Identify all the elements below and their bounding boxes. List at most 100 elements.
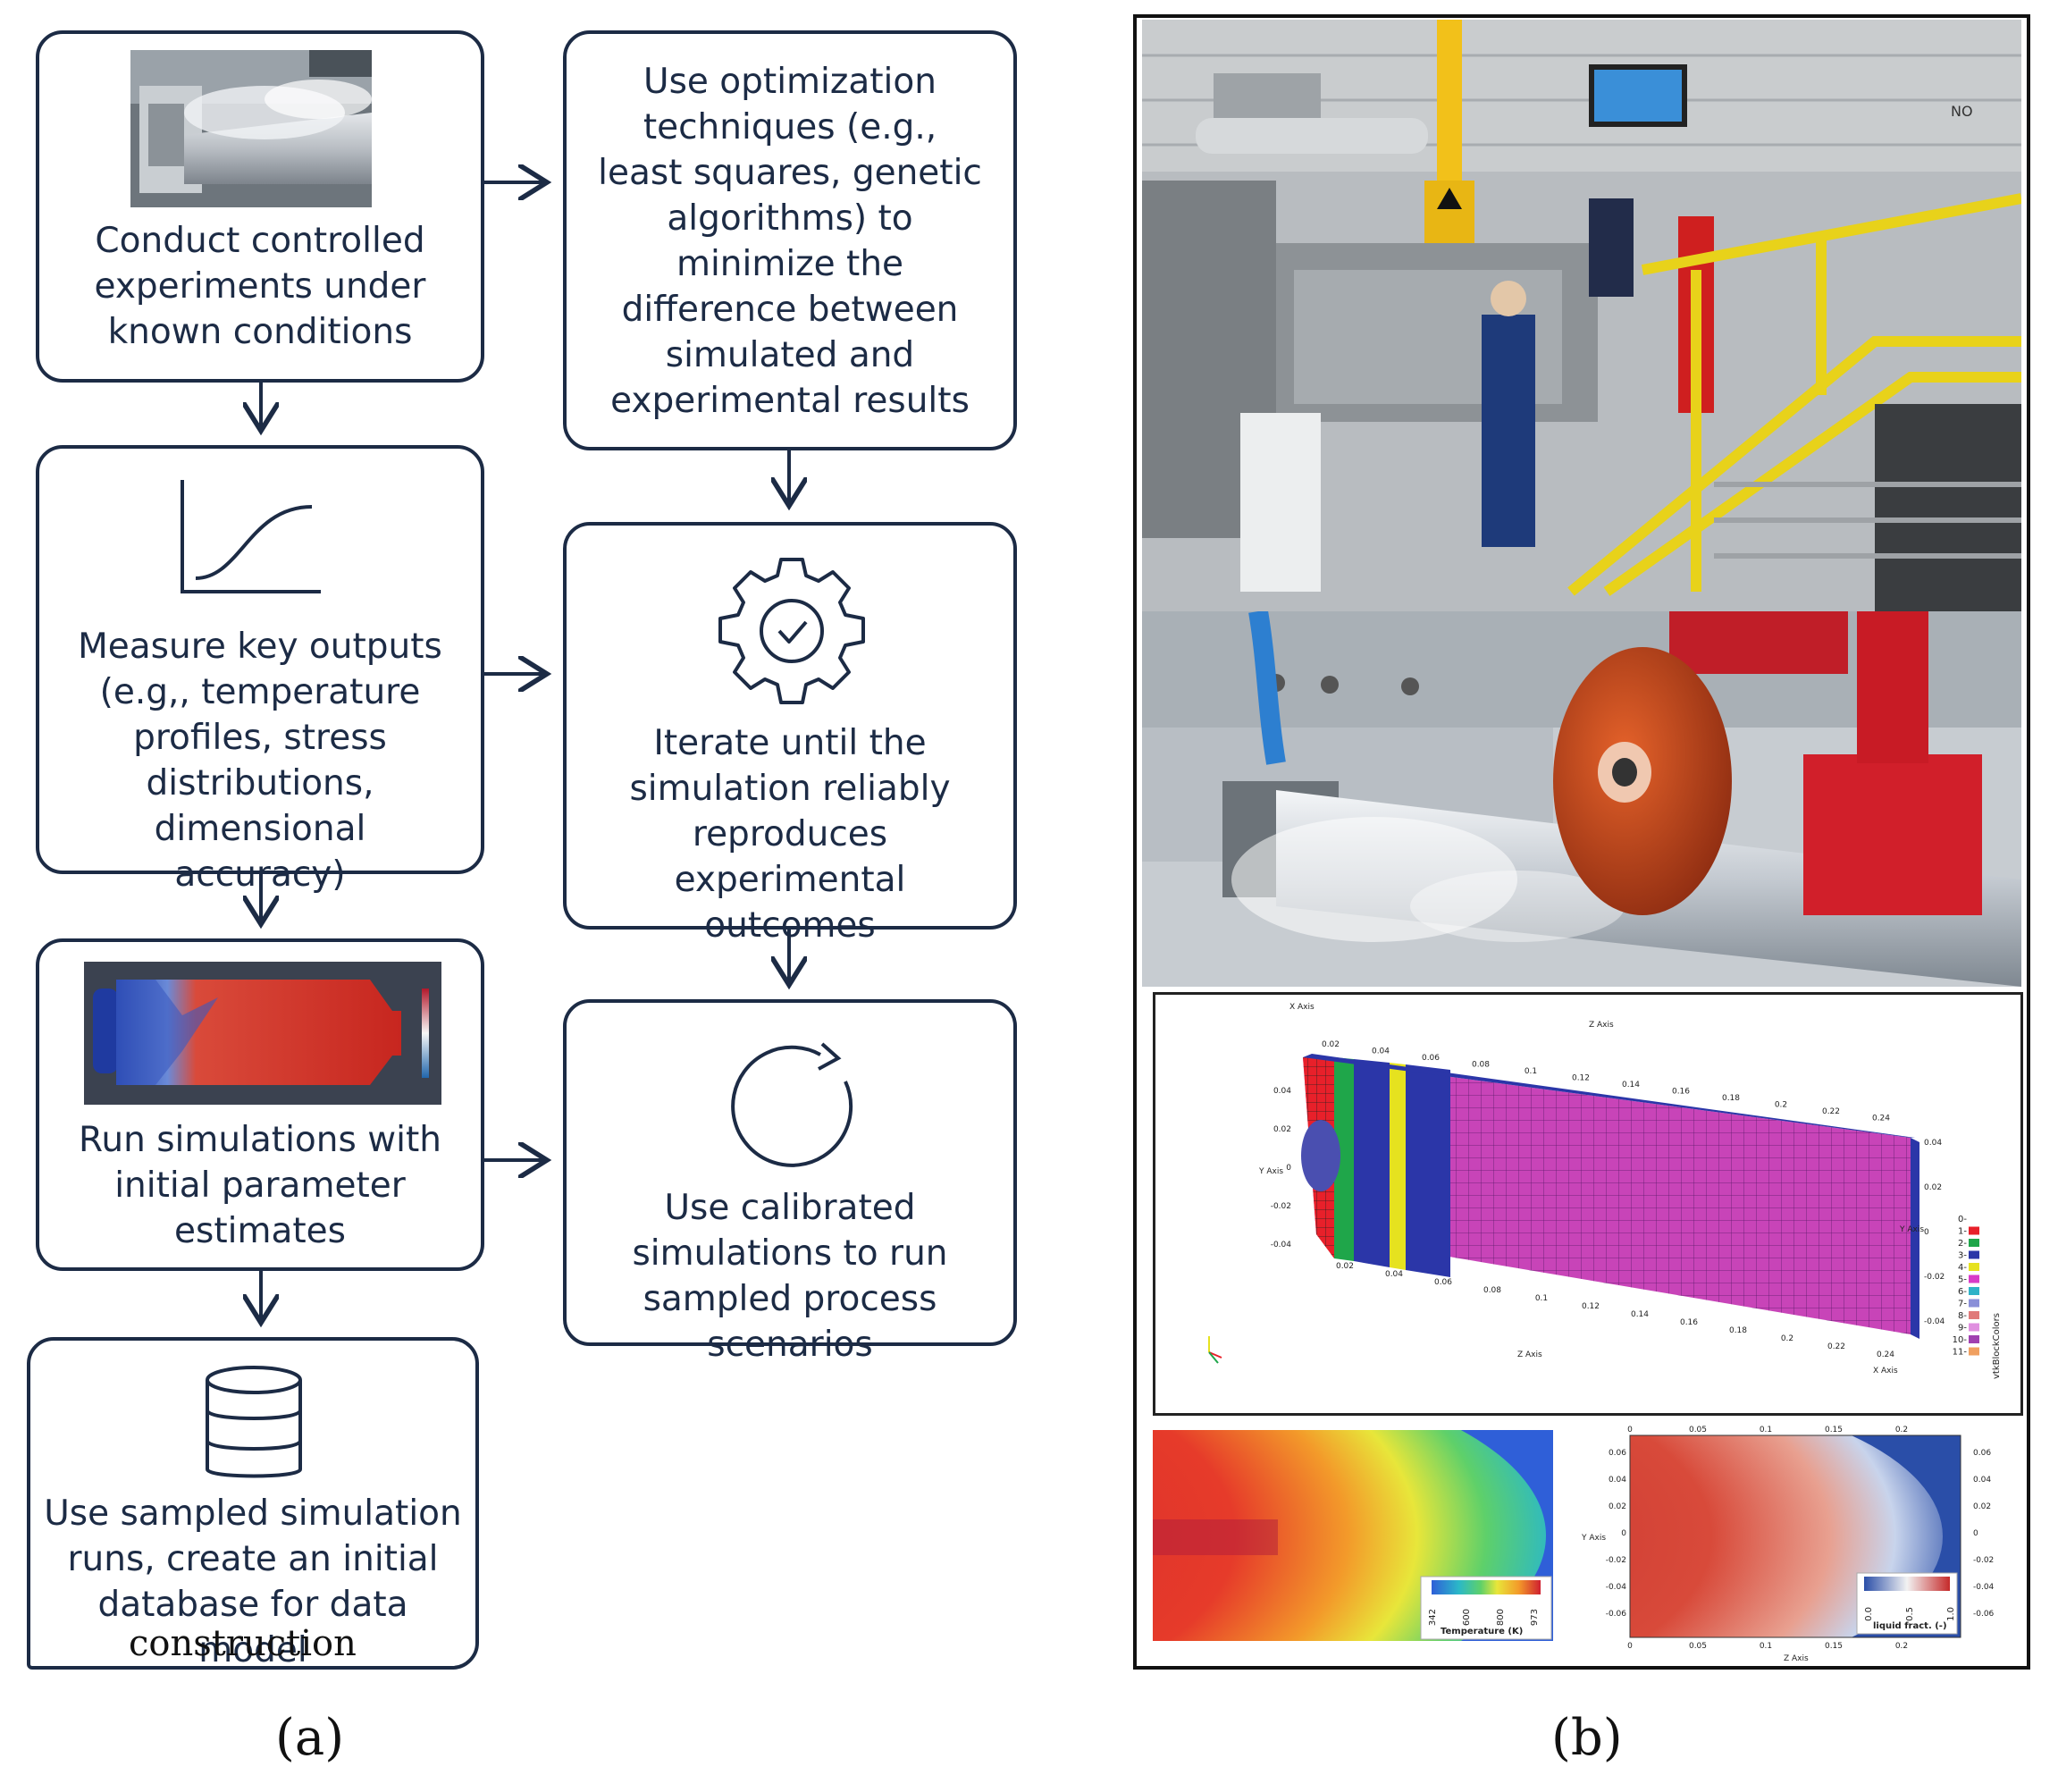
liquid-right-tick: -0.06 bbox=[1973, 1610, 1995, 1619]
mesh-bottom-tick: 0.1 bbox=[1535, 1294, 1548, 1303]
liquid-colorbar-tick: 1.0 bbox=[1946, 1607, 1956, 1621]
liquid-left-tick: 0.06 bbox=[1609, 1449, 1626, 1458]
mesh-legend-label: 0- bbox=[1958, 1215, 1967, 1224]
step-database-tail: construction bbox=[129, 1623, 357, 1664]
mesh-legend-title: vtkBlockColors bbox=[1992, 1313, 2002, 1379]
mesh-bottom-tick: 0.02 bbox=[1336, 1262, 1354, 1271]
mesh-legend-label: 1- bbox=[1958, 1227, 1967, 1237]
mesh-bottom-tick: 0.06 bbox=[1434, 1278, 1452, 1287]
mesh-top-tick: 0.06 bbox=[1422, 1054, 1440, 1063]
liquid-bottom-tick: 0 bbox=[1627, 1642, 1633, 1651]
orientation-axes bbox=[1208, 1336, 1222, 1364]
simulation-thumbnail bbox=[84, 962, 441, 1105]
step-iterate-text: Iterate until the simulation reliably re… bbox=[629, 723, 951, 946]
step-calibrated-text: Use calibrated simulations to run sample… bbox=[632, 1188, 948, 1365]
mesh-legend-swatch bbox=[1969, 1215, 1979, 1223]
liquid-top-tick: 0.1 bbox=[1760, 1426, 1772, 1434]
liquid-top-tick: 0 bbox=[1627, 1426, 1633, 1434]
mesh-top-tick: 0.2 bbox=[1775, 1101, 1787, 1110]
liquid-y-axis-title: Y Axis bbox=[1581, 1534, 1606, 1543]
liquid-top-tick: 0.05 bbox=[1689, 1426, 1707, 1434]
temperature-colorbar-tick: 342 bbox=[1428, 1609, 1438, 1626]
liquid-right-tick: 0.04 bbox=[1973, 1476, 1991, 1485]
temperature-colorbar-tick: 973 bbox=[1530, 1609, 1540, 1626]
caption-a: (a) bbox=[275, 1709, 345, 1767]
mesh-legend-swatch bbox=[1969, 1287, 1979, 1295]
experiment-photo bbox=[130, 50, 372, 207]
liquid-z-axis-title: Z Axis bbox=[1784, 1654, 1809, 1663]
mesh-top-tick: 0.18 bbox=[1722, 1094, 1740, 1103]
mesh-legend-label: 4- bbox=[1958, 1263, 1967, 1273]
mesh-legend-swatch bbox=[1969, 1299, 1979, 1308]
mesh-legend-swatch bbox=[1969, 1239, 1979, 1247]
mesh-top-tick: 0.22 bbox=[1822, 1107, 1840, 1116]
mesh-legend-swatch bbox=[1969, 1347, 1979, 1356]
temperature-colorbar-tick: 800 bbox=[1496, 1609, 1506, 1626]
mesh-z-axis-title-bottom: Z Axis bbox=[1517, 1350, 1542, 1359]
photo-sign: NO bbox=[1951, 103, 1973, 120]
mesh-top-tick: 0.12 bbox=[1572, 1074, 1590, 1083]
liquid-bottom-tick: 0.2 bbox=[1895, 1642, 1908, 1651]
mesh-top-tick: 0.24 bbox=[1872, 1115, 1890, 1123]
mesh-legend-swatch bbox=[1969, 1250, 1979, 1259]
liquid-right-tick: 0 bbox=[1973, 1529, 1978, 1538]
temperature-colorbar-title: Temperature (K) bbox=[1441, 1627, 1523, 1636]
mesh-bottom-tick: 0.16 bbox=[1680, 1318, 1698, 1327]
mesh-right-tick: -0.04 bbox=[1924, 1317, 1945, 1326]
mesh-legend-label: 10- bbox=[1953, 1335, 1968, 1345]
liquid-right-tick: 0.02 bbox=[1973, 1502, 1991, 1511]
mesh-x-axis-title: X Axis bbox=[1289, 1003, 1315, 1012]
liquid-right-tick: 0.06 bbox=[1973, 1449, 1991, 1458]
mesh-top-tick: 0.08 bbox=[1472, 1061, 1490, 1070]
mesh-right-tick: 0.02 bbox=[1924, 1183, 1942, 1192]
mesh-top-tick: 0.14 bbox=[1622, 1081, 1640, 1090]
extrusion-photo bbox=[1142, 611, 2021, 987]
liquid-left-tick: 0.02 bbox=[1609, 1502, 1626, 1511]
mesh-top-tick: 0.04 bbox=[1372, 1047, 1390, 1056]
mesh-left-tick: 0.02 bbox=[1273, 1125, 1291, 1134]
liquid-top-tick: 0.15 bbox=[1825, 1426, 1843, 1434]
mesh-legend-label: 2- bbox=[1958, 1239, 1967, 1249]
factory-photo: NO bbox=[1142, 20, 2021, 611]
liquid-top-tick: 0.2 bbox=[1895, 1426, 1908, 1434]
refresh-icon bbox=[731, 1042, 853, 1167]
mesh-right-tick: -0.02 bbox=[1924, 1273, 1945, 1282]
mesh-bottom-tick: 0.04 bbox=[1385, 1270, 1403, 1279]
mesh-left-tick: 0 bbox=[1286, 1164, 1291, 1173]
liquid-left-tick: -0.06 bbox=[1606, 1610, 1627, 1619]
step-calibrated-box: Use calibrated simulations to run sample… bbox=[563, 999, 1017, 1365]
mesh-legend-swatch bbox=[1969, 1263, 1979, 1271]
mesh-plot: 0.02 0.04 0.06 0.08 0.1 0.12 0.14 0.16 0.18 0.2 0.… bbox=[1208, 1003, 2002, 1379]
mesh-z-axis-title: Z Axis bbox=[1589, 1021, 1614, 1030]
mesh-legend-label: 11- bbox=[1953, 1348, 1968, 1358]
mesh-bottom-tick: 0.22 bbox=[1827, 1342, 1845, 1351]
temperature-plot: 342 600 800 973 Temperature (K) bbox=[1153, 1430, 1553, 1641]
curve-icon bbox=[181, 480, 321, 593]
step-database-text: Use sampled simulation runs, create an i… bbox=[44, 1493, 462, 1670]
mesh-legend-swatch bbox=[1969, 1311, 1979, 1319]
mesh-legend-label: 9- bbox=[1958, 1324, 1967, 1333]
mesh-bottom-tick: 0.08 bbox=[1483, 1286, 1501, 1295]
liquid-colorbar-tick: 0.0 bbox=[1864, 1607, 1874, 1621]
gear-check-icon bbox=[718, 558, 865, 704]
step-measure-text: Measure key outputs (e.g,, temperature p… bbox=[78, 627, 442, 895]
temperature-colorbar-tick: 600 bbox=[1462, 1609, 1472, 1626]
mesh-legend-swatch bbox=[1969, 1275, 1979, 1283]
step-run-sim-box: Run simulations with initial parameter e… bbox=[36, 938, 484, 1271]
mesh-right-tick: 0.04 bbox=[1924, 1139, 1942, 1148]
mesh-y-axis-title-right: Y Axis bbox=[1899, 1225, 1924, 1234]
mesh-bottom-tick: 0.18 bbox=[1729, 1326, 1747, 1335]
mesh-legend-swatch bbox=[1969, 1226, 1979, 1235]
step-conduct-box: Conduct controlled experiments under kno… bbox=[36, 30, 484, 383]
caption-b: (b) bbox=[1551, 1709, 1623, 1767]
liquid-left-tick: -0.02 bbox=[1606, 1556, 1626, 1565]
mesh-y-axis-title-left: Y Axis bbox=[1258, 1167, 1283, 1176]
step-run-sim-text: Run simulations with initial parameter e… bbox=[79, 1120, 441, 1251]
database-icon bbox=[206, 1366, 302, 1478]
mesh-legend-label: 6- bbox=[1958, 1287, 1967, 1297]
mesh-legend-label: 5- bbox=[1958, 1275, 1967, 1285]
liquid-bottom-tick: 0.15 bbox=[1825, 1642, 1843, 1651]
mesh-legend-swatch bbox=[1969, 1323, 1979, 1332]
